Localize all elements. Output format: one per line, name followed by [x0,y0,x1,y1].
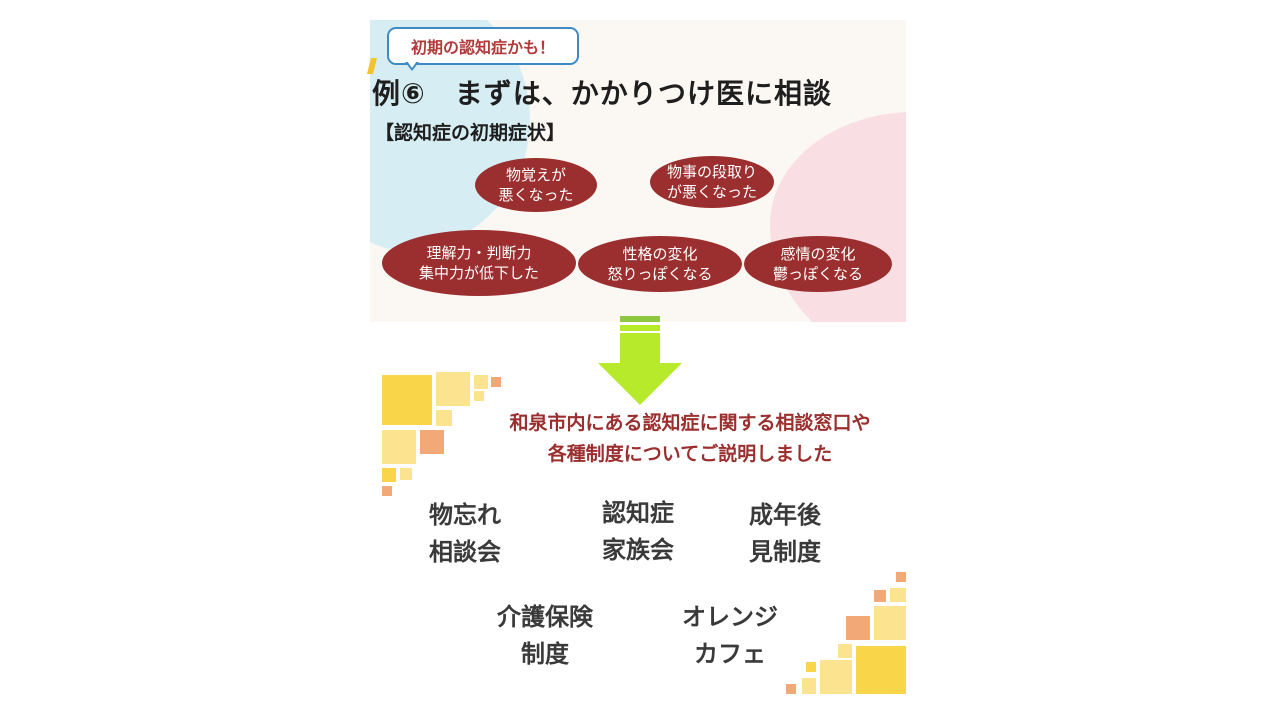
arrow-bar [620,325,660,331]
arrow-bar [620,316,660,322]
item-care-insurance: 介護保険 制度 [497,603,593,668]
callout-text: 初期の認知症かも！ [410,38,555,57]
item-orange-cafe: オレンジ カフェ [682,603,778,668]
summary-line-1: 和泉市内にある認知症に関する相談窓口や [509,412,871,434]
callout-tail-inner [407,61,417,68]
item-memory-consultation: 物忘れ 相談会 [429,501,501,566]
callout-bubble: 初期の認知症かも！ [387,27,579,65]
slide-title: 例⑥ まずは、かかりつけ医に相談 [372,77,832,110]
symptom-emotion: 感情の変化 鬱っぽくなる [744,236,892,292]
item-guardianship: 成年後 見制度 [749,501,821,566]
symptom-cognition: 理解力・判断力 集中力が低下した [382,230,576,296]
section-subtitle: 【認知症の初期症状】 [375,122,566,144]
symptom-planning: 物事の段取り が悪くなった [650,156,774,208]
item-family-group: 認知症 家族会 [602,499,674,564]
summary-message: 和泉市内にある認知症に関する相談窓口や 各種制度についてご説明しました [470,408,910,470]
summary-line-2: 各種制度についてご説明しました [547,443,833,465]
symptom-memory: 物覚えが 悪くなった [475,158,597,212]
down-arrow-icon [598,333,682,405]
symptom-personality: 性格の変化 怒りっぽくなる [578,236,742,292]
